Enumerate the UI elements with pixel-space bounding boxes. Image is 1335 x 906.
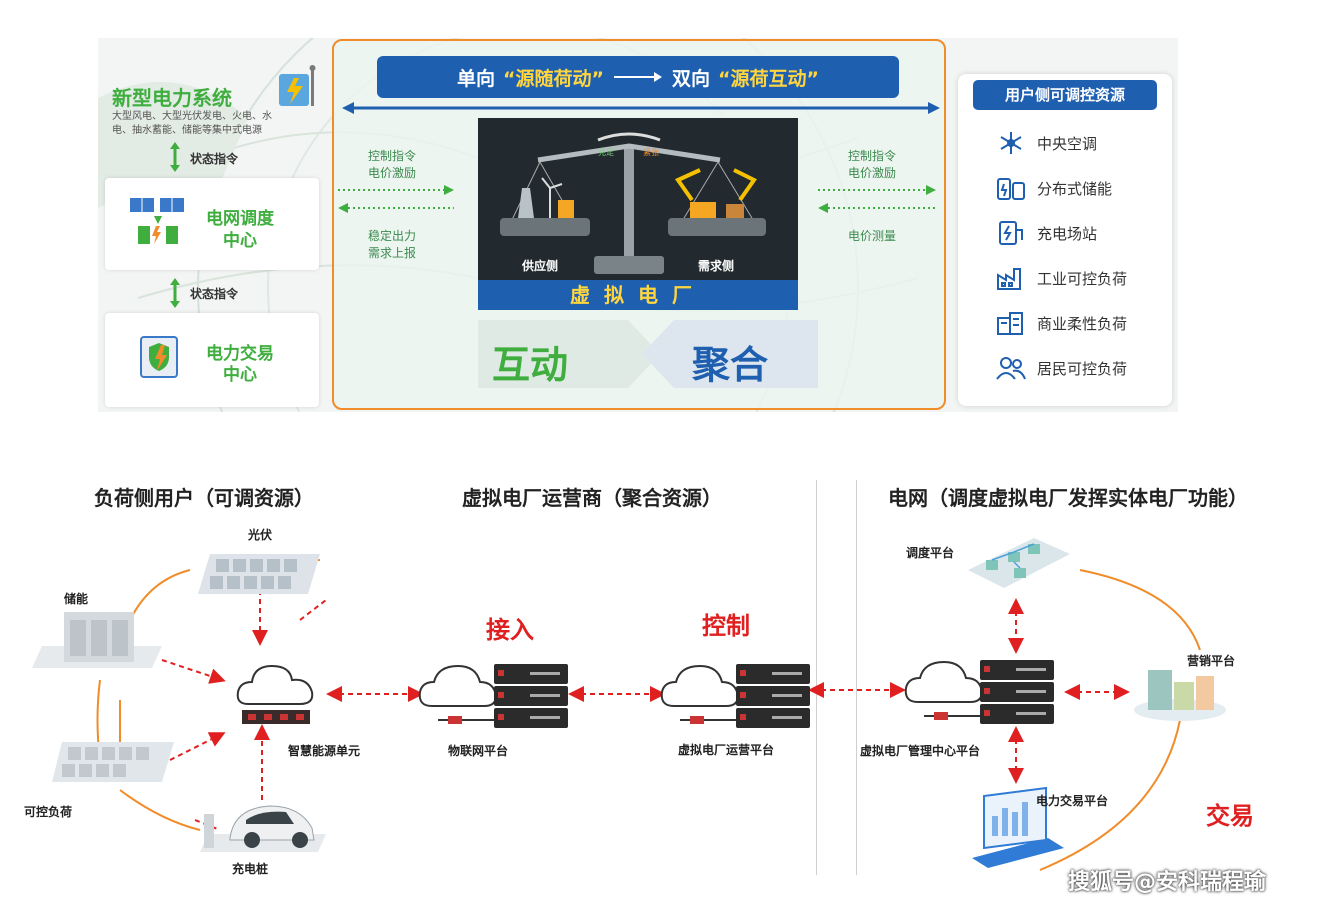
user-resources-title: 用户侧可调控资源	[973, 80, 1157, 110]
resource-item: 充电场站	[995, 220, 1127, 246]
double-arrow-icon	[170, 142, 180, 172]
snowflake-icon	[1000, 132, 1022, 154]
system-title: 新型电力系统	[112, 86, 232, 110]
demand-side-label: 需求侧	[698, 259, 735, 273]
storage-cabinet-icon	[32, 612, 162, 668]
trade-shield-icon	[140, 336, 178, 378]
resource-item: 中央空调	[995, 130, 1127, 156]
status-command-label-1: 状态指令	[190, 152, 239, 166]
building-icon	[997, 312, 1023, 335]
battery-icon	[997, 178, 1025, 200]
arrow-right-icon	[614, 72, 662, 82]
charger-icon	[999, 221, 1023, 245]
trade-label: 交易	[1206, 802, 1254, 830]
section-divider	[816, 480, 817, 875]
factory-icon	[997, 268, 1021, 290]
operator-title: 虚拟电厂运营商（聚合资源）	[462, 486, 722, 510]
dispatch-platform-icon	[968, 538, 1070, 588]
controllable-load-icon	[52, 742, 174, 782]
resource-label: 工业可控负荷	[1037, 269, 1128, 288]
access-label: 接入	[486, 616, 534, 644]
aggregate-word: 聚合	[692, 342, 769, 387]
resource-label: 分布式储能	[1037, 179, 1113, 198]
storage-label: 储能	[64, 592, 89, 606]
dispatch-center-card	[105, 178, 319, 270]
double-arrow-icon	[170, 278, 180, 308]
mode-banner: 单向 “源随荷动” 双向 “源荷互动”	[377, 56, 899, 98]
electric-car-icon	[200, 805, 326, 852]
user-resources-card	[958, 74, 1172, 406]
smart-energy-cloud-icon	[236, 664, 314, 724]
trading-platform-label: 电力交易平台	[1036, 794, 1109, 808]
resource-item: 居民可控负荷	[995, 355, 1127, 381]
resource-list: 中央空调 分布式储能 充电场站 工业可控负荷 商业柔性负荷 居民可控负荷	[995, 130, 1127, 381]
left-dotted-arrows	[338, 185, 454, 213]
resource-item: 分布式储能	[995, 175, 1127, 201]
system-desc-line-2: 电、抽水蓄能、储能等集中式电源	[112, 125, 262, 136]
interaction-chevrons	[478, 320, 818, 388]
left-lower-flow-2: 需求上报	[368, 246, 417, 260]
marketing-platform-icon	[1134, 670, 1226, 721]
pv-label: 光伏	[248, 528, 273, 542]
right-lower-flow: 电价测量	[848, 229, 897, 243]
supply-side-label: 供应侧	[522, 259, 559, 273]
control-label: 控制	[702, 612, 750, 640]
charging-pile-label: 充电桩	[232, 862, 269, 876]
trading-platform-icon	[972, 786, 1064, 868]
banner-right-quote: “源荷互动”	[718, 67, 819, 90]
scale-right-tag: 紧张	[643, 148, 659, 157]
resource-item: 商业柔性负荷	[995, 310, 1127, 336]
vpp-operation-label: 虚拟电厂运营平台	[678, 743, 775, 757]
left-upper-flow-2: 电价激励	[368, 166, 417, 180]
dispatch-title-2: 中心	[223, 231, 257, 251]
pv-panel-icon	[198, 554, 320, 594]
banner-left-quote: “源随荷动”	[503, 67, 604, 90]
grid-title: 电网（调度虚拟电厂发挥实体电厂功能）	[888, 486, 1248, 510]
resource-label: 充电场站	[1037, 224, 1098, 243]
banner-left-text: 单向	[457, 67, 496, 90]
resource-label: 商业柔性负荷	[1037, 314, 1128, 333]
dispatch-title-1: 电网调度	[206, 209, 274, 229]
scale-left-tag: 充足	[598, 148, 614, 157]
right-dotted-arrows	[818, 185, 936, 213]
resource-item: 工业可控负荷	[995, 265, 1127, 291]
iot-platform-label: 物联网平台	[448, 744, 509, 758]
bidirectional-arrow-icon	[342, 102, 940, 114]
system-desc-line-1: 大型风电、大型光伏发电、火电、水	[112, 111, 272, 122]
right-upper-flow-1: 控制指令	[848, 149, 897, 163]
resource-label: 居民可控负荷	[1037, 359, 1128, 378]
trade-title-2: 中心	[223, 365, 257, 385]
right-upper-flow-2: 电价激励	[848, 166, 897, 180]
load-side-title: 负荷侧用户（可调资源）	[94, 486, 314, 510]
vpp-management-label: 虚拟电厂管理中心平台	[860, 744, 981, 758]
watermark: 搜狐号@安科瑞程瑜	[1068, 870, 1267, 895]
iot-server-icon	[418, 664, 568, 728]
section-divider	[856, 480, 857, 875]
vpp-operation-server-icon	[660, 664, 810, 728]
marketing-platform-label: 营销平台	[1187, 654, 1236, 668]
vpp-management-server-icon	[904, 660, 1054, 724]
dispatch-platform-label: 调度平台	[906, 546, 955, 560]
left-lower-flow-1: 稳定出力	[368, 229, 417, 243]
trade-title-1: 电力交易	[206, 344, 274, 364]
smart-energy-unit-label: 智慧能源单元	[288, 744, 361, 758]
resource-label: 中央空调	[1037, 134, 1098, 153]
controllable-load-label: 可控负荷	[24, 805, 73, 819]
status-command-label-2: 状态指令	[190, 287, 239, 301]
power-grid-icon	[279, 65, 316, 106]
people-icon	[996, 357, 1026, 380]
vpp-label: 虚拟电厂	[478, 280, 798, 310]
banner-right-text: 双向	[672, 67, 711, 90]
balance-scale-icon	[500, 132, 766, 274]
left-upper-flow-1: 控制指令	[368, 149, 417, 163]
solar-battery-icon	[130, 198, 184, 244]
interact-word: 互动	[492, 342, 569, 387]
